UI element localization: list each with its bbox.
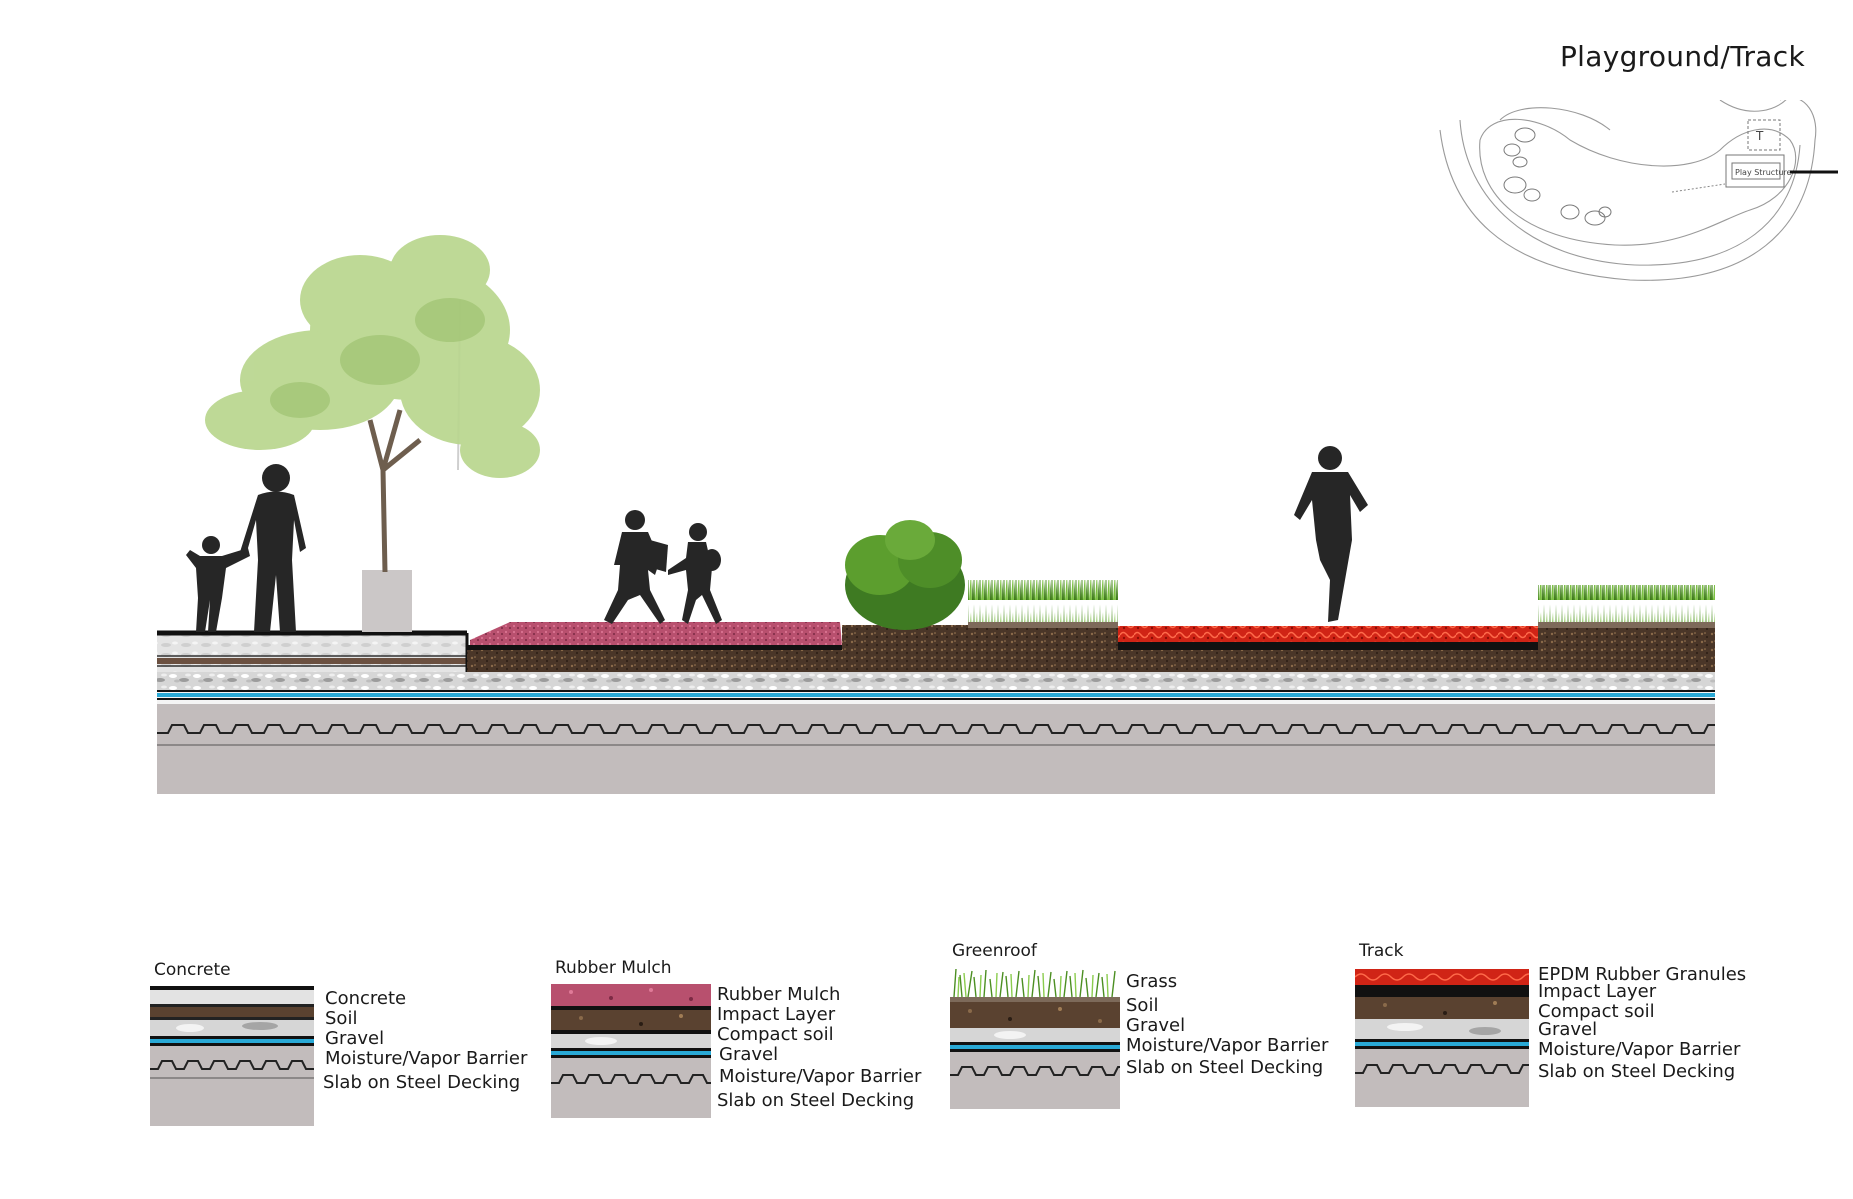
barrier-layer bbox=[157, 693, 1715, 697]
legend-concrete: Concrete Concrete Soil Gravel Moisture/V… bbox=[150, 960, 530, 1140]
legend-rubber-mulch: Rubber Mulch Rubber Mulch Impact Layer C… bbox=[551, 958, 941, 1138]
track-layer bbox=[1118, 626, 1538, 642]
rubber-mulch-layer bbox=[470, 622, 842, 645]
legend-label: Slab on Steel Decking bbox=[717, 1090, 915, 1111]
legend-label: Moisture/Vapor Barrier bbox=[325, 1048, 528, 1069]
tree-illustration bbox=[205, 235, 540, 632]
gravel-layer bbox=[157, 672, 1715, 690]
legend-label: Gravel bbox=[325, 1028, 385, 1049]
legend-label: Gravel bbox=[1126, 1015, 1186, 1036]
legend-label: Soil bbox=[1126, 995, 1159, 1016]
legend-label: Gravel bbox=[1538, 1019, 1598, 1040]
legend-title: Rubber Mulch bbox=[555, 958, 672, 978]
play-structure-label: Play Structure bbox=[1735, 168, 1792, 177]
legend-label: Slab on Steel Decking bbox=[323, 1072, 521, 1093]
grass-layer bbox=[968, 580, 1118, 625]
legend-label: Compact soil bbox=[1538, 1001, 1655, 1022]
legend-title: Concrete bbox=[154, 960, 231, 980]
legend-label: Moisture/Vapor Barrier bbox=[1538, 1039, 1741, 1060]
legend-track: Track EPDM Rubber Granules Impact Layer … bbox=[1355, 941, 1747, 1121]
legend-label: Concrete bbox=[325, 988, 407, 1009]
legend-greenroof: Greenroof Grass Soil Gravel Moisture/Vap… bbox=[950, 941, 1340, 1121]
restroom-symbol: T bbox=[1755, 129, 1764, 143]
legend-label: Grass bbox=[1126, 971, 1178, 992]
legend-swatch bbox=[551, 984, 711, 1118]
legend-title: Greenroof bbox=[952, 941, 1037, 961]
legend-label: Moisture/Vapor Barrier bbox=[719, 1066, 922, 1087]
legend-swatch bbox=[150, 986, 314, 1126]
key-plan: T Play Structure bbox=[1439, 100, 1838, 281]
legend-title: Track bbox=[1359, 941, 1404, 961]
legend-label: Slab on Steel Decking bbox=[1538, 1061, 1736, 1082]
legend-label: Rubber Mulch bbox=[717, 984, 841, 1005]
legend-label: Impact Layer bbox=[717, 1004, 836, 1025]
shrub-illustration bbox=[845, 520, 965, 630]
legend-label: Compact soil bbox=[717, 1024, 834, 1045]
legend-label: Impact Layer bbox=[1538, 981, 1657, 1002]
steel-decking-line bbox=[157, 724, 1715, 734]
legend-label: Soil bbox=[325, 1008, 358, 1029]
page-title: Playground/Track bbox=[1560, 40, 1805, 73]
legend-swatch bbox=[950, 967, 1120, 1109]
legend-label: Gravel bbox=[719, 1044, 779, 1065]
legend-swatch bbox=[1355, 969, 1529, 1107]
legend-label: Slab on Steel Decking bbox=[1126, 1057, 1324, 1078]
people-silhouettes bbox=[186, 446, 1368, 632]
legend-label: Moisture/Vapor Barrier bbox=[1126, 1035, 1329, 1056]
slab-layer bbox=[157, 704, 1715, 794]
legend-label: EPDM Rubber Granules bbox=[1538, 964, 1747, 985]
section-drawing bbox=[157, 235, 1715, 794]
